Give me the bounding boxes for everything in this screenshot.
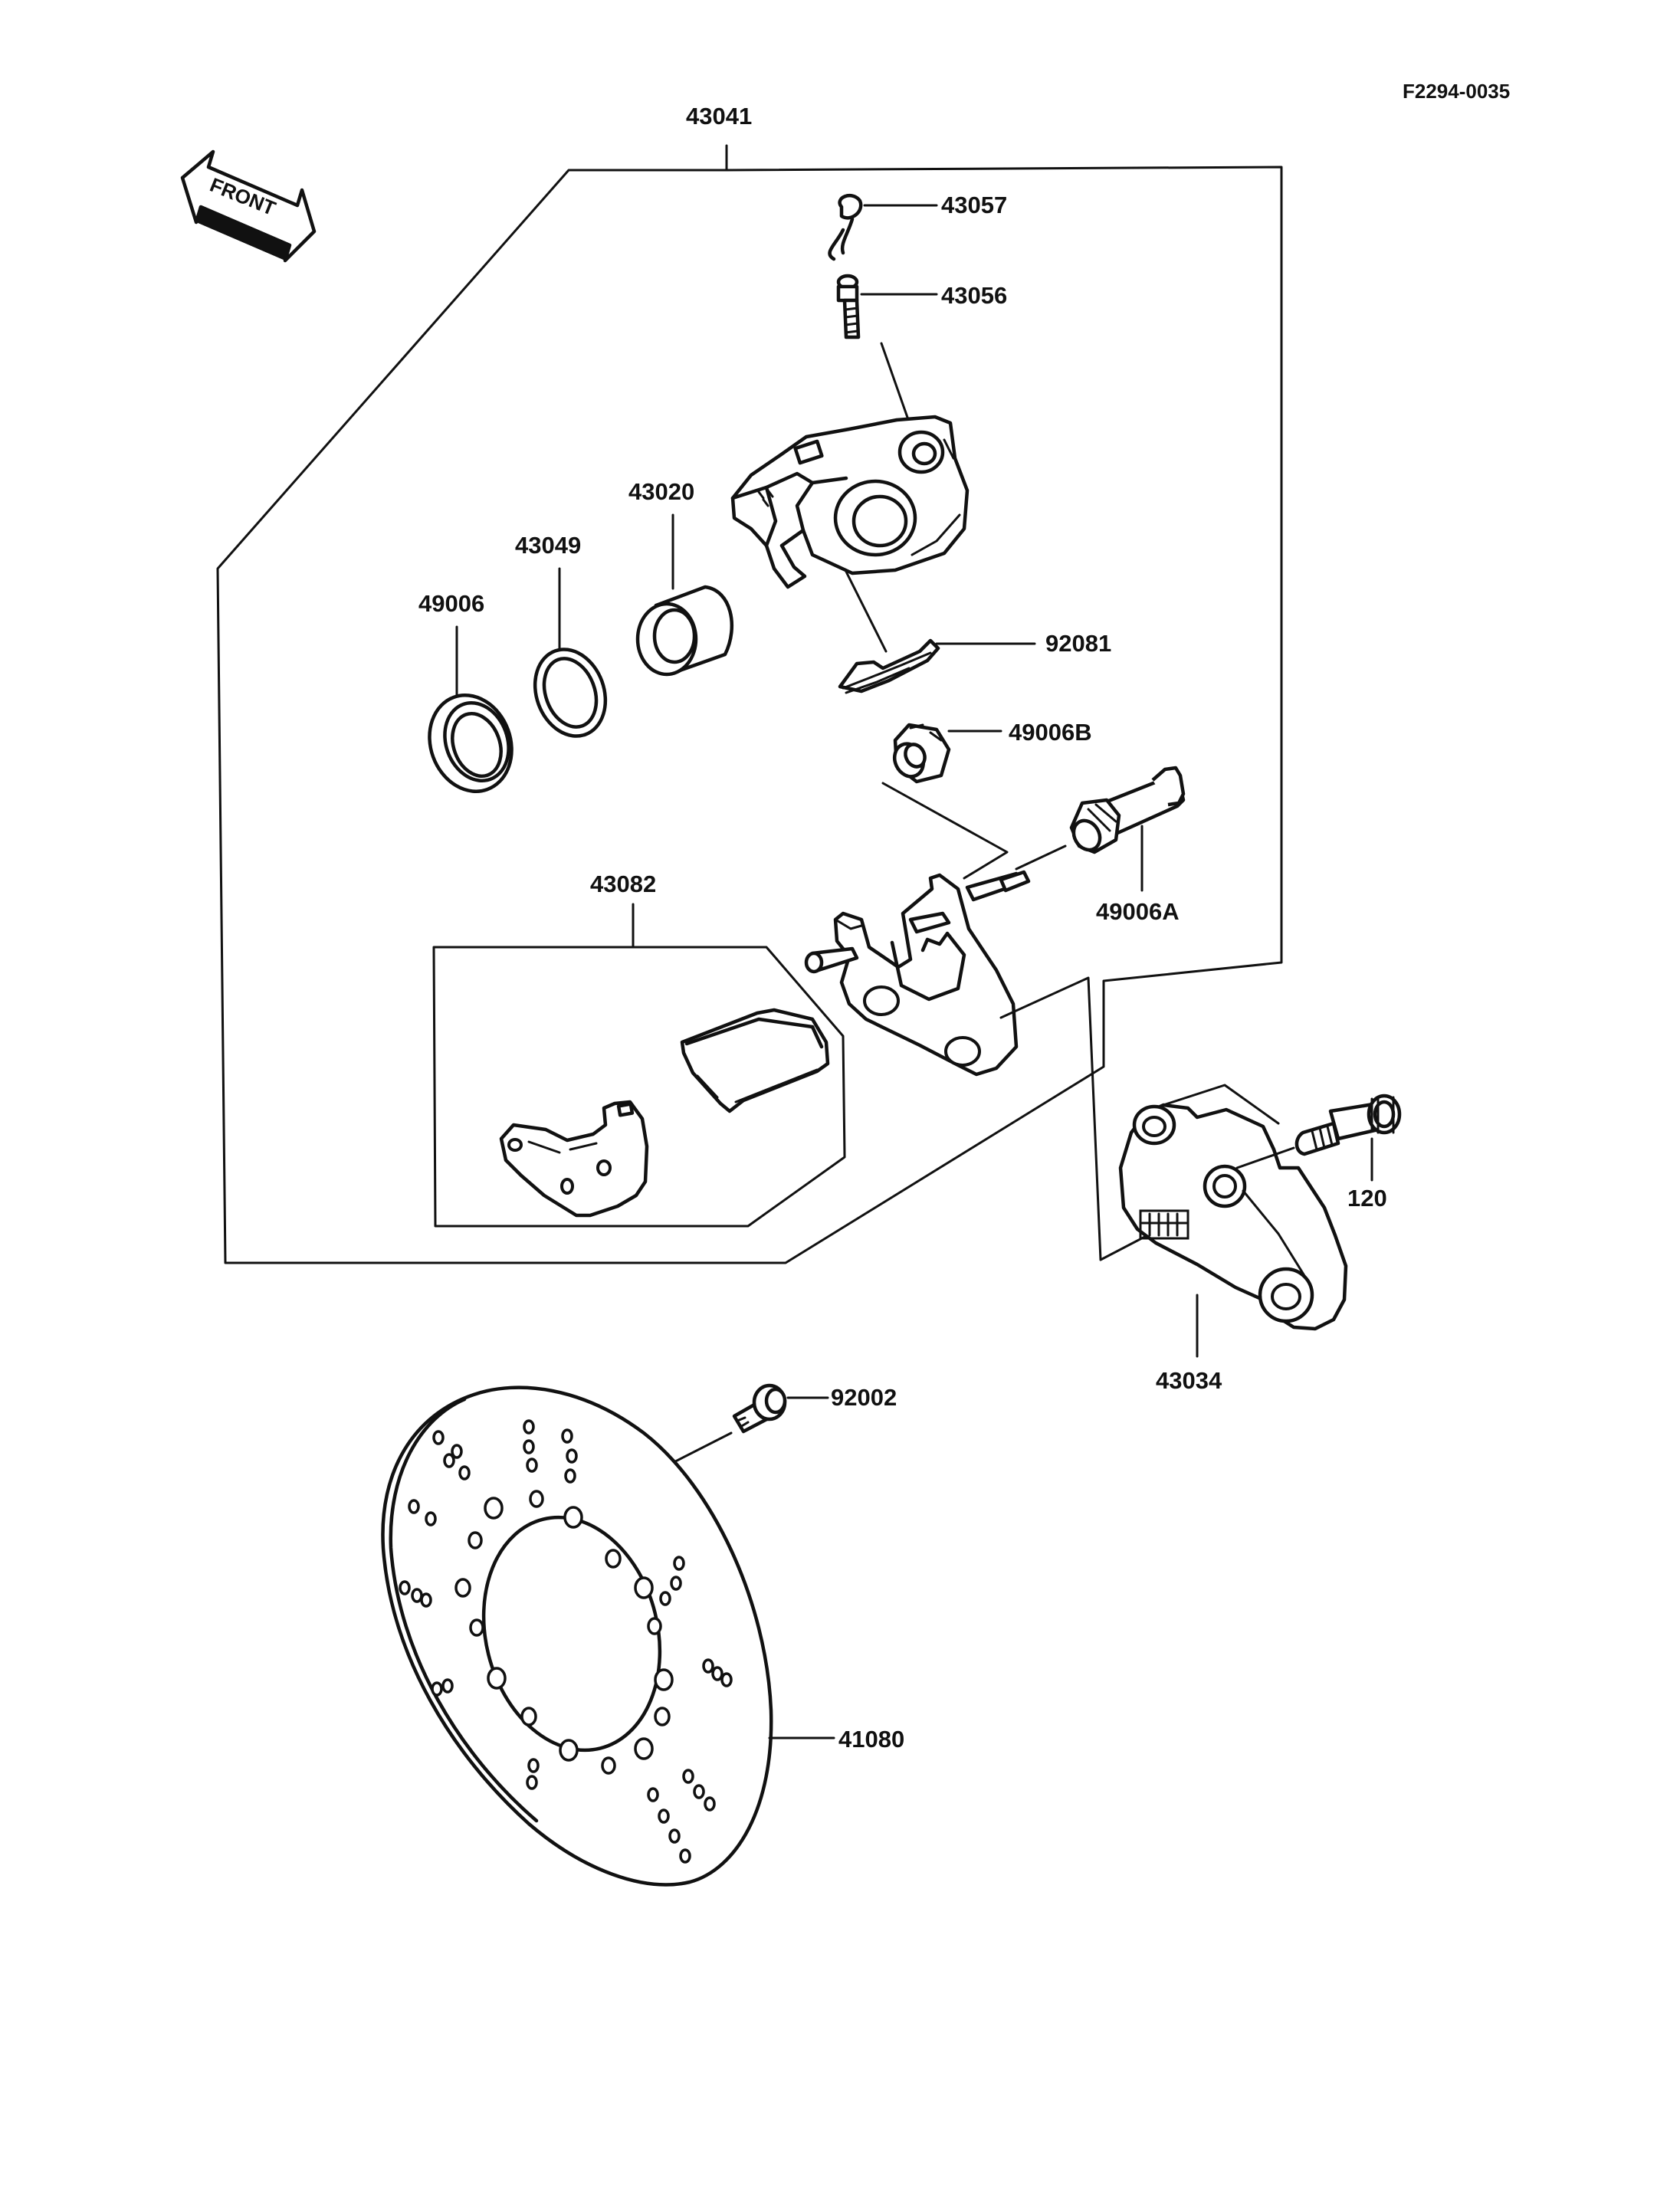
label-92002: 92002 (831, 1384, 897, 1411)
label-41080: 41080 (838, 1726, 904, 1753)
disc-hole (634, 1737, 654, 1760)
disc-hole (451, 1444, 463, 1459)
part-49006B: 49006B (881, 719, 1092, 880)
disc-hole (529, 1490, 544, 1508)
part-41080: 41080 (381, 1385, 904, 1887)
disc-hole (704, 1796, 716, 1812)
disc-hole (647, 1617, 662, 1635)
disc-hole (399, 1580, 411, 1595)
part-92081: 92081 (838, 570, 1111, 694)
disc-hole (682, 1769, 694, 1784)
disc-hole (469, 1618, 484, 1637)
part-43082: 43082 (432, 871, 846, 1228)
disc-hole (670, 1576, 682, 1591)
disc-hole (693, 1784, 705, 1799)
disc-vent-holes (399, 1419, 733, 1864)
disc-hole (487, 1667, 507, 1690)
part-49006A: 49006A (1015, 766, 1186, 925)
label-49006: 49006 (418, 590, 484, 617)
disc-hole (468, 1531, 483, 1549)
disc-hole (654, 1707, 671, 1726)
label-43020: 43020 (628, 478, 694, 505)
disc-hole (561, 1428, 573, 1444)
disc-hole (564, 1468, 576, 1484)
label-43049: 43049 (515, 532, 581, 559)
disc-hole (520, 1707, 537, 1726)
disc-hole (527, 1758, 540, 1773)
diagram-code: F2294-0035 (1403, 80, 1510, 103)
disc-hole (711, 1666, 724, 1681)
disc-hole (563, 1506, 583, 1529)
disc-hole (605, 1549, 622, 1569)
part-43034: 43034 (1118, 1084, 1348, 1394)
label-43082: 43082 (590, 871, 656, 897)
label-43041: 43041 (686, 103, 752, 130)
disc-hole (523, 1439, 535, 1454)
part-43056: 43056 (836, 274, 1007, 428)
disc-hole (526, 1775, 538, 1790)
disc-hole (679, 1848, 691, 1864)
disc-hole (432, 1430, 445, 1445)
label-49006A: 49006A (1096, 898, 1180, 925)
disc-hole (425, 1511, 437, 1526)
disc-hole (458, 1465, 471, 1481)
part-43049: 43049 (515, 532, 608, 738)
disc-hole (420, 1592, 432, 1608)
part-43057: 43057 (828, 192, 1007, 261)
part-92002: 92002 (648, 1383, 897, 1476)
disc-hole (454, 1578, 471, 1598)
disc-hole (431, 1681, 443, 1697)
disc-hole (659, 1591, 671, 1606)
part-49006: 49006 (418, 590, 514, 793)
label-43056: 43056 (941, 282, 1007, 309)
label-43034: 43034 (1156, 1367, 1222, 1394)
caliper-assembly-outline: 43041 (216, 103, 1283, 1264)
disc-hole (408, 1499, 420, 1514)
part-120: 120 (1235, 1094, 1402, 1212)
caliper-body (730, 415, 970, 589)
disc-hole (559, 1739, 579, 1762)
bracket-markings (1139, 1209, 1189, 1240)
disc-hole (411, 1588, 423, 1603)
disc-hole (484, 1497, 504, 1520)
label-92081: 92081 (1045, 630, 1111, 657)
disc-hole (601, 1756, 616, 1775)
disc-hole (720, 1672, 733, 1687)
disc-hole (702, 1658, 714, 1674)
disc-hole (658, 1808, 670, 1824)
label-49006B: 49006B (1009, 719, 1092, 746)
disc-hole (634, 1576, 654, 1599)
front-arrow-icon: FRONT (180, 149, 317, 263)
part-43020: 43020 (628, 478, 734, 677)
disc-hole (673, 1556, 685, 1571)
disc-hole (654, 1668, 674, 1691)
disc-hole (668, 1828, 681, 1844)
label-43057: 43057 (941, 192, 1007, 218)
caliper-bracket-plate (804, 870, 1031, 1077)
disc-hole (441, 1678, 454, 1694)
disc-hole (523, 1419, 535, 1435)
label-120: 120 (1347, 1185, 1387, 1212)
disc-hole (526, 1458, 538, 1473)
disc-hole (566, 1448, 578, 1464)
disc-hole (647, 1787, 659, 1802)
disc-hole (443, 1453, 455, 1468)
